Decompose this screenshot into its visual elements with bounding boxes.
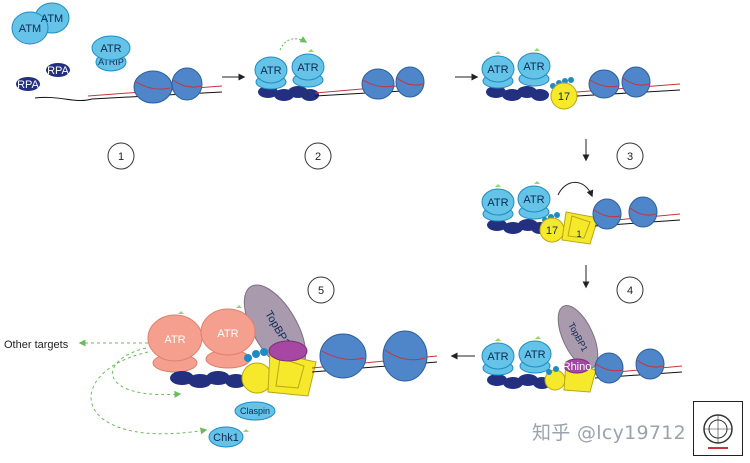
atr-atrip-free: ATRIP ATR [91, 35, 131, 72]
dna-1 [34, 67, 223, 104]
phospho-mark [495, 184, 501, 187]
chk1: Chk1 [208, 426, 249, 448]
atm-label: ATM [19, 23, 41, 35]
rpa-label: RPA [47, 65, 69, 77]
atr-atrip-pair: ATR ATR [254, 49, 325, 90]
panel-3b: ATR ATR 17 1 [481, 181, 681, 245]
step-number: 2 [315, 151, 321, 163]
dna-2 [314, 66, 425, 100]
dna-3b [592, 196, 681, 230]
autophosphorylation-arrow [279, 36, 308, 51]
atm-dimer: ATM ATM [11, 2, 70, 45]
rpa-coated-dna [170, 371, 247, 388]
atr-label: ATR [523, 61, 544, 73]
chk1-label: Chk1 [213, 432, 239, 444]
rpa-coated-dna [258, 86, 319, 101]
phospho-mark [308, 49, 314, 52]
rad17-clamp-loader: 17 [539, 217, 565, 243]
rhino-label: Rhino [563, 361, 592, 373]
phospho-mark [178, 311, 184, 314]
journal-logo-icon [693, 401, 743, 456]
step-1-marker: 1 [107, 142, 135, 170]
panel-5: 5 TopBP1 ATR ATR [4, 276, 438, 448]
phospho-mark [243, 429, 249, 432]
step-3-marker: 3 [616, 142, 644, 170]
topbp1: TopBP1 [557, 305, 599, 369]
other-targets-label: Other targets [4, 339, 69, 351]
step-number: 1 [118, 151, 124, 163]
rpa-coated-dna [486, 86, 549, 101]
claspin-label: Claspin [240, 406, 270, 416]
dna-3 [576, 66, 681, 99]
atr-label: ATR [100, 43, 121, 55]
phospho-mark [535, 336, 541, 339]
phospho-mark [534, 181, 540, 184]
step-4-marker: 4 [616, 276, 644, 304]
rad1-label: 1 [576, 229, 581, 239]
atr-atrip-pair: ATR ATR [481, 336, 552, 376]
phosphorylation-arrows [78, 339, 208, 435]
panel-3: ATR ATR 17 3 [481, 48, 681, 170]
atm-label: ATM [41, 13, 63, 25]
rad9-rad1-hus1-loader [550, 77, 574, 89]
step-number: 5 [318, 285, 324, 297]
dna-5 [311, 330, 438, 382]
atr-label: ATR [524, 349, 545, 361]
rhino: Rhino [563, 358, 592, 374]
step-number: 4 [627, 285, 633, 297]
active-atr-pair: ATR ATR [147, 305, 256, 373]
atr-label: ATR [164, 334, 185, 346]
panel-2: ATR ATR 2 [254, 36, 425, 170]
claspin: Claspin [234, 401, 276, 421]
atr-label: ATR [217, 328, 238, 340]
rad17-label: 17 [546, 225, 558, 237]
rad17-label: 17 [558, 91, 570, 103]
panel-4: 4 TopBP1 ATR ATR [481, 276, 683, 393]
atr-label: ATR [297, 62, 318, 74]
phospho-mark [495, 51, 501, 54]
rpa-coated-dna [487, 374, 551, 389]
step-2-marker: 2 [304, 142, 332, 170]
atr-label: ATR [487, 64, 508, 76]
panel-1: ATM ATM RPA RPA ATRIP ATR 1 [11, 2, 223, 170]
atr-atrip-pair: ATR ATR [481, 48, 551, 89]
atrip-label: ATRIP [98, 57, 124, 67]
phospho-mark [236, 305, 242, 308]
loading-arrow [557, 181, 594, 198]
atr-label: ATR [260, 65, 281, 77]
atr-label: ATR [487, 197, 508, 209]
phospho-mark [534, 48, 540, 51]
911-clamp-with-rad17 [241, 348, 317, 397]
dna-4 [594, 348, 683, 384]
atr-label: ATR [487, 351, 508, 363]
watermark-text: 知乎 @lcy19712 [532, 422, 687, 444]
step-number: 3 [627, 151, 633, 163]
step-5-marker: 5 [307, 276, 335, 304]
911-clamp: 1 [561, 211, 599, 245]
rad17-clamp-loader: 17 [550, 82, 578, 110]
rpa-free: RPA RPA [16, 63, 70, 91]
atr-label: ATR [523, 194, 544, 206]
atr-atrip-pair: ATR ATR [481, 181, 551, 222]
rpa-label: RPA [17, 79, 39, 91]
rhino [268, 340, 308, 362]
phospho-mark [495, 338, 501, 341]
